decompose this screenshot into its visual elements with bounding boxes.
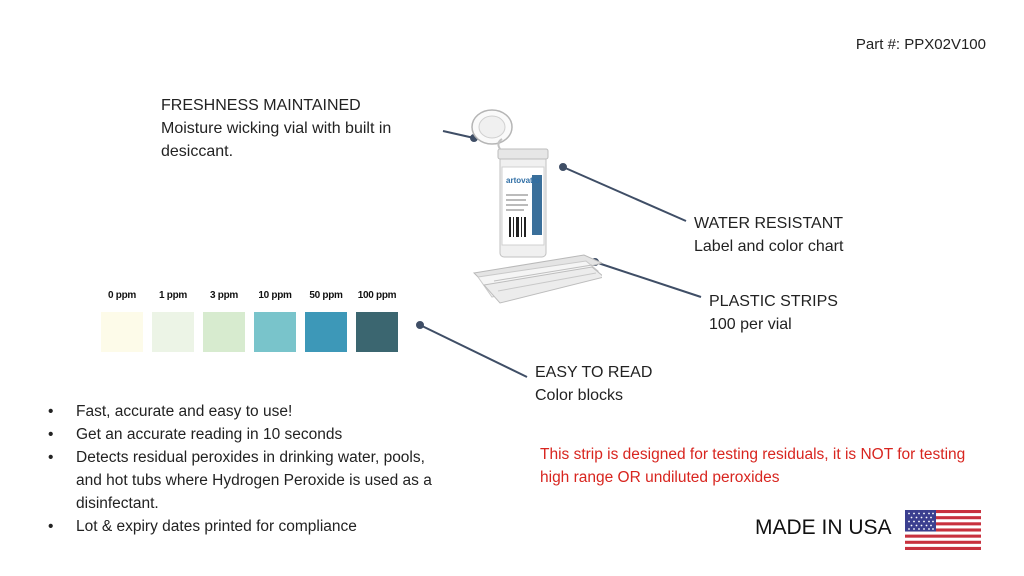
color-block: [203, 312, 245, 352]
product-vial-image: artovatio: [471, 109, 602, 304]
color-chart-label: 3 ppm: [210, 290, 238, 301]
callout-easy-title: EASY TO READ: [535, 364, 653, 381]
callout-easy-body: Color blocks: [535, 387, 624, 404]
feature-item: Fast, accurate and easy to use!: [48, 400, 448, 423]
line-plastic: [594, 261, 702, 298]
feature-item: Detects residual peroxides in drinking w…: [48, 446, 448, 515]
color-chart: 0 ppm 1 ppm 3 ppm 10 ppm 50 ppm 100 ppm: [98, 290, 403, 360]
line-water: [562, 166, 687, 222]
us-flag-icon: [905, 510, 981, 550]
residual-notice: This strip is designed for testing resid…: [540, 446, 966, 486]
dot-easy: [416, 321, 424, 329]
callout-plastic: PLASTIC STRIPS 100 per vial: [709, 290, 838, 336]
test-strips: [472, 254, 602, 304]
color-chart-label: 50 ppm: [309, 290, 343, 301]
callout-freshness-body: Moisture wicking vial with built in desi…: [161, 120, 392, 160]
color-block: [305, 312, 347, 352]
callout-freshness-title: FRESHNESS MAINTAINED: [161, 97, 361, 114]
color-chart-label: 1 ppm: [159, 290, 187, 301]
made-in-usa-text: MADE IN USA: [755, 516, 892, 539]
color-chart-label: 0 ppm: [108, 290, 136, 301]
color-chart-label: 100 ppm: [357, 290, 397, 301]
callout-plastic-body: 100 per vial: [709, 316, 792, 333]
callout-freshness: FRESHNESS MAINTAINED Moisture wicking vi…: [161, 94, 461, 163]
callout-water-body: Label and color chart: [694, 238, 844, 255]
vial: artovatio: [471, 109, 549, 258]
vial-label-text: artovatio: [506, 176, 540, 185]
callout-easy: EASY TO READ Color blocks: [535, 361, 652, 407]
color-chart-label: 10 ppm: [258, 290, 292, 301]
dot-water: [559, 163, 567, 171]
callout-water-title: WATER RESISTANT: [694, 215, 844, 232]
feature-item: Lot & expiry dates printed for complianc…: [48, 515, 448, 538]
feature-list: Fast, accurate and easy to use!Get an ac…: [48, 400, 448, 538]
color-block: [254, 312, 296, 352]
part-number: Part #: PPX02V100: [855, 36, 986, 53]
line-easy: [419, 324, 528, 378]
feature-item: Get an accurate reading in 10 seconds: [48, 423, 448, 446]
color-block: [152, 312, 194, 352]
color-block: [356, 312, 398, 352]
callout-water: WATER RESISTANT Label and color chart: [694, 212, 843, 258]
callout-plastic-title: PLASTIC STRIPS: [709, 293, 838, 310]
color-block: [101, 312, 143, 352]
line-freshness: [442, 130, 475, 139]
